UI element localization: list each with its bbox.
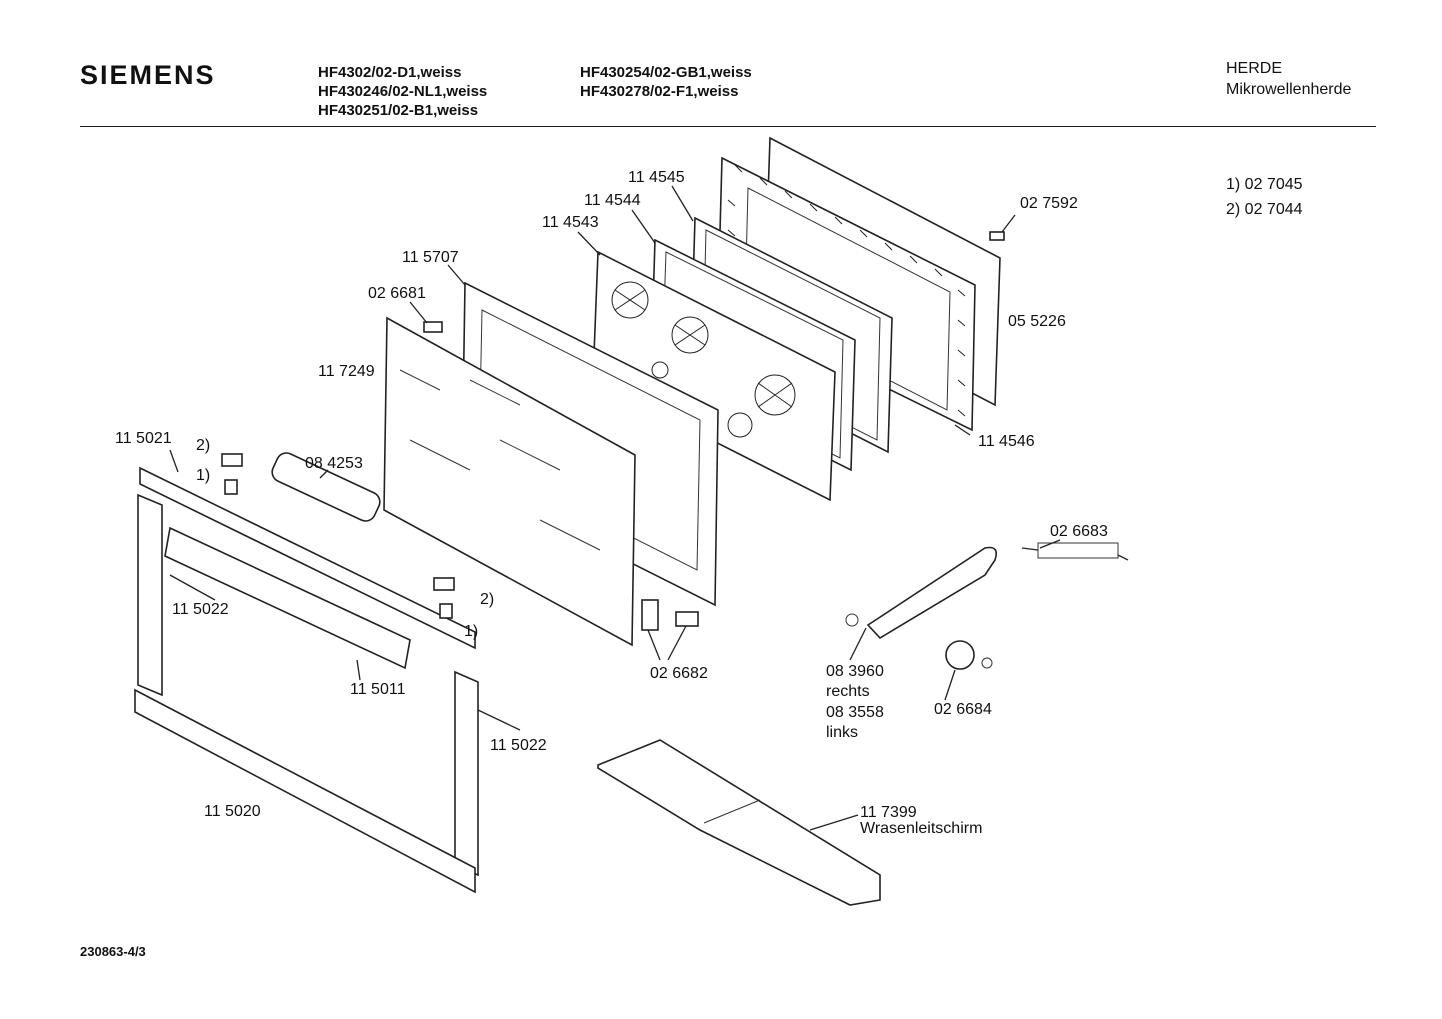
label-117249: 11 7249 [318,363,375,380]
leader-lines [169,185,1061,831]
label-115707: 11 5707 [402,249,459,266]
label-wrasenleitschirm: Wrasenleitschirm [860,820,982,837]
label-115022-left: 11 5022 [172,601,229,618]
label-marker-1-right: 1) [464,623,478,640]
mesh-screen-114543 [592,250,836,502]
screw-027592 [989,231,1005,241]
label-115011: 11 5011 [350,681,406,698]
model-item: HF4302/02-D1,weiss [318,64,462,81]
label-117399: 11 7399 [860,804,917,821]
model-item: HF430251/02-B1,weiss [318,102,479,119]
model-item: HF430278/02-F1,weiss [580,83,739,100]
front-glass-117249 [383,316,636,647]
clip-lower-right [439,603,453,619]
label-114543: 11 4543 [542,214,599,231]
deflector-fold [703,799,761,824]
vent-strip-115011 [164,526,411,670]
vapour-deflector-117399 [597,739,881,906]
category-block: HERDE Mikrowellenherde [1226,58,1351,100]
label-links: links [826,724,858,741]
model-item: HF430246/02-NL1,weiss [318,83,488,100]
label-027592: 02 7592 [1020,195,1078,212]
label-rechts: rechts [826,683,870,700]
document-code: 230863-4/3 [80,944,146,959]
roller-clip [981,657,993,669]
label-marker-1-left: 1) [196,467,210,484]
footnote-1: 1) 02 7045 [1226,176,1303,193]
top-rail-115021 [139,466,476,650]
frame-teeth [727,164,966,417]
model-list-right: HF430254/02-GB1,weiss HF430278/02-F1,wei… [580,63,752,101]
label-055226: 05 5226 [1008,313,1066,330]
label-114545: 11 4545 [628,169,685,186]
label-026681: 02 6681 [368,285,426,302]
label-115020: 11 5020 [204,803,261,820]
label-083960: 08 3960 [826,663,884,680]
roller-026684 [945,640,975,670]
label-115022-right: 11 5022 [490,737,547,754]
back-gasket-frame [717,136,1001,432]
clip-026681 [423,321,443,333]
spring-026683 [1021,542,1129,561]
footnote-2: 2) 02 7044 [1226,201,1303,218]
label-083558: 08 3558 [826,704,884,721]
handle-084253 [271,452,381,522]
glass-reflections [399,369,601,551]
header-divider [80,126,1376,127]
model-item: HF430254/02-GB1,weiss [580,64,752,81]
left-rail-115022 [137,493,163,697]
clip-upper-left [221,453,243,467]
label-026682: 02 6682 [650,665,708,682]
bottom-frame-115020 [134,688,476,894]
footnotes: 1) 02 7045 2) 02 7044 [1226,172,1303,222]
label-026683: 02 6683 [1050,523,1108,540]
category-title: HERDE [1226,60,1283,77]
hinge-plate-026682 [641,599,659,631]
label-026684: 02 6684 [934,701,992,718]
right-rail-115022 [454,670,479,877]
label-115021: 11 5021 [115,430,172,447]
hinge-arm-083960 [866,546,998,640]
clip-lower-left [224,479,238,495]
hinge-bolt-026682 [675,611,699,627]
label-084253: 08 4253 [305,455,363,472]
label-marker-2-left: 2) [196,437,210,454]
mesh-pattern [611,281,796,438]
category-subtitle: Mikrowellenherde [1226,81,1352,98]
label-114546: 11 4546 [978,433,1035,450]
clip-upper-right [433,577,455,591]
retaining-ring [845,613,859,627]
label-114544: 11 4544 [584,192,641,209]
label-marker-2-right: 2) [480,591,494,608]
model-list-left: HF4302/02-D1,weiss HF430246/02-NL1,weiss… [318,63,487,120]
brand-logo: SIEMENS [80,60,216,90]
